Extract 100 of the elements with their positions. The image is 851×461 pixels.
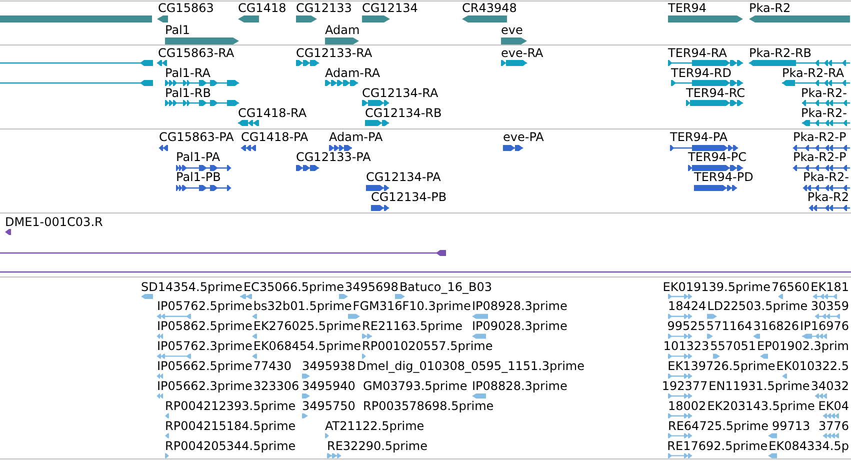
transcript-label: TER94-RC — [686, 86, 745, 100]
est-label: Batuco_16_B03 — [399, 280, 492, 294]
transcript-label: CG12134-RA — [362, 86, 438, 100]
est-label: EK139726.5prime — [668, 360, 776, 374]
est-label: 99525 — [667, 320, 706, 334]
transcript-label: Pka-R2- — [801, 86, 847, 100]
est-label: IP16976 — [800, 320, 849, 334]
est-label: 192377 — [662, 380, 708, 393]
est-label: 18424 — [668, 300, 706, 314]
est-label: EC35066.5prime — [243, 280, 344, 294]
est-label: EP01902.3prim — [756, 340, 849, 354]
protein-label: Pal1-PB — [176, 170, 221, 184]
est-label: RE64725.5prime — [668, 420, 768, 433]
transcript-label: Pal1-RB — [165, 86, 211, 100]
est-label: RP004205344.5prime — [165, 440, 296, 453]
gene-label: CG12134 — [362, 2, 418, 14]
alignment-label: DME1-001C03.R — [5, 216, 103, 228]
transcript-label: CG1418-RA — [238, 106, 307, 120]
est-label: EK010322.5 — [776, 360, 849, 374]
est-label: 77430 — [253, 360, 292, 374]
protein-label: Pka-R2-P — [793, 150, 846, 164]
est-label: IP05762.3prime — [157, 340, 252, 354]
est-label: Dmel_dig_010308_0595_1151.3prime — [357, 360, 585, 374]
est-label: 18002 — [668, 400, 706, 413]
est-label: EK019139.5prime — [662, 280, 770, 294]
est-label: IP05762.5prime — [157, 300, 252, 314]
transcript-label: Pka-R2-RB — [749, 46, 812, 60]
gene-label: Pka-R2 — [749, 2, 791, 14]
est-label: RE21163.5prime — [362, 320, 463, 334]
est-label: RP003578698.5prime — [363, 400, 494, 413]
protein-label: eve-PA — [503, 130, 544, 144]
protein-label: TER94-PC — [688, 150, 746, 164]
gene-label: eve — [501, 24, 523, 36]
gene-label: Adam — [325, 24, 360, 36]
est-label: 3495698 — [344, 280, 398, 294]
est-label: 101323 — [663, 340, 710, 354]
transcript-label: CG12133-RA — [296, 46, 372, 60]
est-label: GM03793.5prime — [363, 380, 468, 393]
protein-label: TER94-PA — [670, 130, 728, 144]
est-label: EK203143.5prime — [707, 400, 815, 413]
gene-label: Pal1 — [165, 24, 190, 36]
est-label: IP08928.3prime — [472, 300, 568, 314]
transcript-label: Pka-R2- — [801, 106, 847, 120]
est-label: IP05862.5prime — [157, 320, 252, 334]
protein-label: Pka-R2 — [807, 190, 849, 204]
est-label: 3495750 — [302, 400, 356, 413]
est-label: 323306 — [253, 380, 300, 393]
est-label: 99713 — [772, 420, 810, 433]
gene-label: CG12133 — [296, 2, 352, 14]
est-label: FGM316F10.3prime — [352, 300, 471, 314]
gene-label: CR43948 — [462, 2, 517, 14]
est-label: RP004212393.5prime — [165, 400, 296, 413]
est-label: 30359 — [810, 300, 849, 314]
protein-label: CG12134-PA — [366, 170, 441, 184]
est-label: LD22503.5prime — [707, 300, 808, 314]
transcript-label: TER94-RD — [671, 66, 732, 80]
transcript-label: CG15863-RA — [158, 46, 234, 60]
est-label: EK068454.5prime — [253, 340, 362, 354]
gene-label: CG1418 — [238, 2, 286, 14]
est-label: bs32b01.5prime — [253, 300, 352, 314]
protein-label: CG12133-PA — [296, 150, 371, 164]
est-label: 3776 — [818, 420, 849, 433]
est-label: RE32290.5prime — [327, 440, 428, 453]
transcript-label: Pka-R2-RA — [782, 66, 844, 80]
est-label: RE17692.5prime — [667, 440, 768, 453]
protein-label: Adam-PA — [329, 130, 383, 144]
protein-label: Pka-R2- — [803, 170, 849, 184]
est-label: IP08828.3prime — [472, 380, 568, 393]
est-label: 76560 — [771, 280, 810, 294]
est-label: EK276025.5prime — [253, 320, 362, 334]
est-label: IP09028.3prime — [472, 320, 568, 334]
est-label: 3495938 — [302, 360, 356, 374]
protein-label: Pka-R2-P — [793, 130, 846, 144]
protein-label: Pal1-PA — [176, 150, 220, 164]
est-label: 3495940 — [302, 380, 356, 393]
est-label: EN11931.5prime — [708, 380, 810, 393]
protein-label: CG12134-PB — [371, 190, 447, 204]
gene-label: CG15863 — [158, 2, 214, 14]
est-label: RP001020557.5prime — [362, 340, 493, 354]
est-label: IP05662.5prime — [157, 360, 252, 374]
est-label: EK181 — [810, 280, 849, 294]
est-label: EK04 — [818, 400, 849, 413]
est-label: 34032 — [810, 380, 849, 393]
est-label: IP05662.3prime — [157, 380, 252, 393]
protein-label: CG15863-PA — [159, 130, 234, 144]
est-label: SD14354.5prime — [141, 280, 242, 294]
protein-label: TER94-PD — [694, 170, 754, 184]
est-label: EK084334.5p — [768, 440, 849, 453]
est-label: 316826 — [753, 320, 800, 334]
transcript-label: TER94-RA — [668, 46, 727, 60]
est-label: AT21122.5prime — [325, 420, 424, 433]
est-label: RP004215184.5prime — [165, 420, 296, 433]
est-label: 557051 — [710, 340, 756, 354]
gene-label: TER94 — [668, 2, 707, 14]
transcript-label: CG12134-RB — [365, 106, 442, 120]
transcript-label: Adam-RA — [325, 66, 380, 80]
protein-label: CG1418-PA — [241, 130, 308, 144]
transcript-label: eve-RA — [501, 46, 544, 60]
transcript-label: Pal1-RA — [165, 66, 210, 80]
est-label: 571164 — [706, 320, 752, 334]
